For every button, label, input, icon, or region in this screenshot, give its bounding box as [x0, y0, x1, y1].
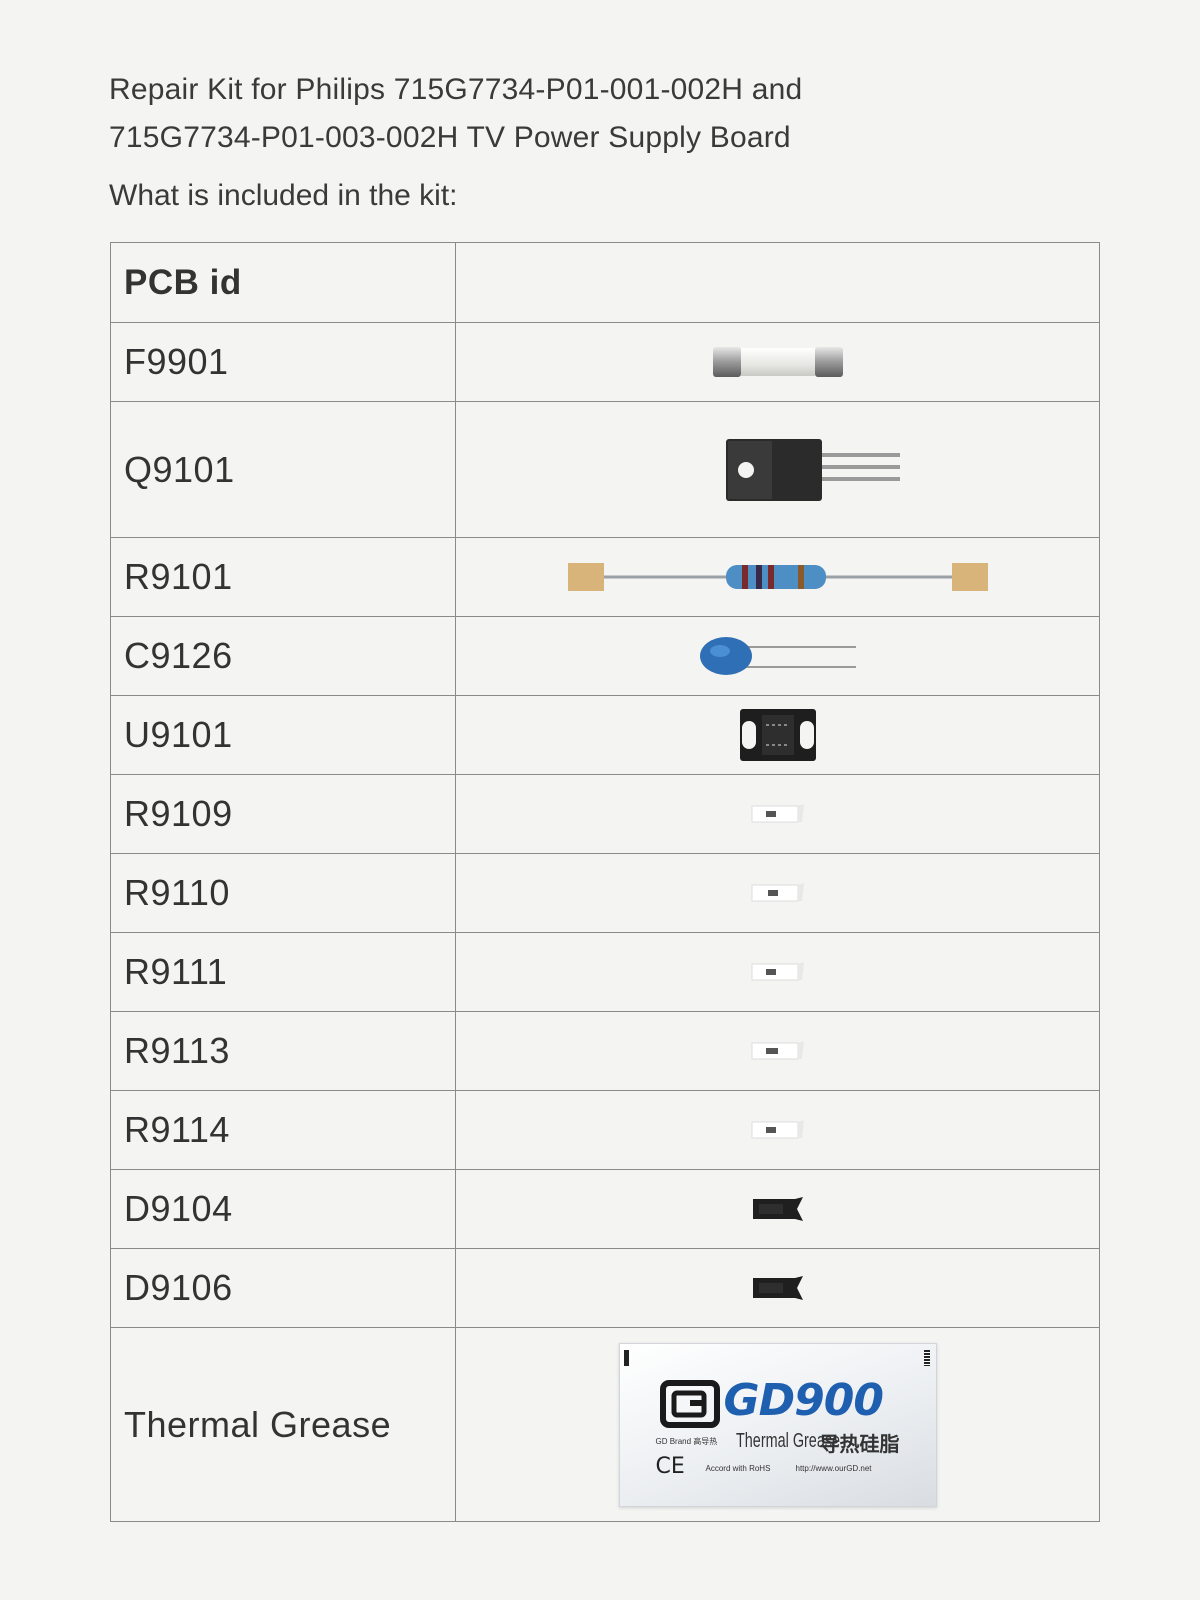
component-photo [455, 1011, 1100, 1091]
packet-seal-left [623, 1349, 629, 1366]
kit-title-line-1: Repair Kit for Philips 715G7734-P01-001-… [109, 73, 803, 106]
smd-resistor-icon [750, 1039, 806, 1063]
gd-logo-icon [659, 1379, 720, 1428]
component-photo [455, 695, 1100, 775]
product-name-chinese: 导热硅脂 [819, 1431, 900, 1456]
component-photo [455, 616, 1100, 696]
rohs-text: Accord with RoHS [705, 1463, 771, 1473]
component-photo [455, 853, 1100, 933]
pcb-id: D9106 [110, 1248, 456, 1328]
smd-diode-icon [751, 1196, 805, 1222]
component-photo [455, 932, 1100, 1012]
smd-resistor-icon [750, 881, 806, 905]
pcb-id: R9113 [110, 1011, 456, 1091]
pcb-id: U9101 [110, 695, 456, 775]
smd-resistor-icon [750, 960, 806, 984]
website-text: http://www.ourGD.net [795, 1463, 872, 1473]
component-photo [455, 1090, 1100, 1170]
thermal-grease-packet-icon: GD900 GD Brand 高导热 Thermal Grease 导热硅脂 C… [618, 1342, 937, 1507]
soic8-ic-icon [738, 707, 818, 763]
pcb-id: R9109 [110, 774, 456, 854]
kit-contents-table: PCB id F9901 [110, 242, 1100, 1522]
table-row: R9109 [110, 774, 1100, 854]
table-row: Q9101 [110, 401, 1100, 538]
table-row: R9110 [110, 853, 1100, 933]
table-header-row: PCB id [110, 242, 1100, 323]
component-photo [455, 1169, 1100, 1249]
component-photo [455, 537, 1100, 617]
pcb-id: F9901 [110, 322, 456, 402]
ce-mark: CE [655, 1453, 685, 1479]
component-photo [455, 1248, 1100, 1328]
to220-transistor-icon [724, 437, 904, 503]
table-row: D9104 [110, 1169, 1100, 1249]
product-name: Thermal Grease [735, 1429, 840, 1452]
kit-title: Repair Kit for Philips 715G7734-P01-001-… [109, 66, 1009, 162]
table-row: Thermal Grease GD900 GD Brand 高导热 Therma… [110, 1327, 1100, 1522]
table-row: R9111 [110, 932, 1100, 1012]
table-row: U9101 [110, 695, 1100, 775]
axial-resistor-icon [566, 559, 990, 595]
smd-diode-icon [751, 1275, 805, 1301]
component-photo [455, 322, 1100, 402]
glass-fuse-icon [711, 345, 845, 379]
table-row: D9106 [110, 1248, 1100, 1328]
component-photo [455, 774, 1100, 854]
pcb-id: R9111 [110, 932, 456, 1012]
kit-title-line-2: 715G7734-P01-003-002H TV Power Supply Bo… [109, 121, 791, 154]
brand-small-label: GD Brand 高导热 [655, 1436, 718, 1446]
table-row: C9126 [110, 616, 1100, 696]
pcb-id: C9126 [110, 616, 456, 696]
packet-seal-right [923, 1349, 930, 1366]
pcb-id: R9101 [110, 537, 456, 617]
smd-resistor-icon [750, 1118, 806, 1142]
table-row: R9113 [110, 1011, 1100, 1091]
ceramic-capacitor-icon [698, 635, 858, 677]
table-row: F9901 [110, 322, 1100, 402]
component-photo: GD900 GD Brand 高导热 Thermal Grease 导热硅脂 C… [455, 1327, 1100, 1522]
component-photo [455, 401, 1100, 538]
brand-name: GD900 [723, 1374, 884, 1426]
pcb-id-header: PCB id [110, 242, 456, 323]
pcb-id: Thermal Grease [110, 1327, 456, 1522]
kit-contents-label: What is included in the kit: [109, 179, 458, 212]
pcb-id: R9110 [110, 853, 456, 933]
pcb-id: R9114 [110, 1090, 456, 1170]
smd-resistor-icon [750, 802, 806, 826]
table-row: R9101 [110, 537, 1100, 617]
pcb-id: D9104 [110, 1169, 456, 1249]
empty-header-cell [455, 242, 1100, 323]
table-row: R9114 [110, 1090, 1100, 1170]
pcb-id: Q9101 [110, 401, 456, 538]
